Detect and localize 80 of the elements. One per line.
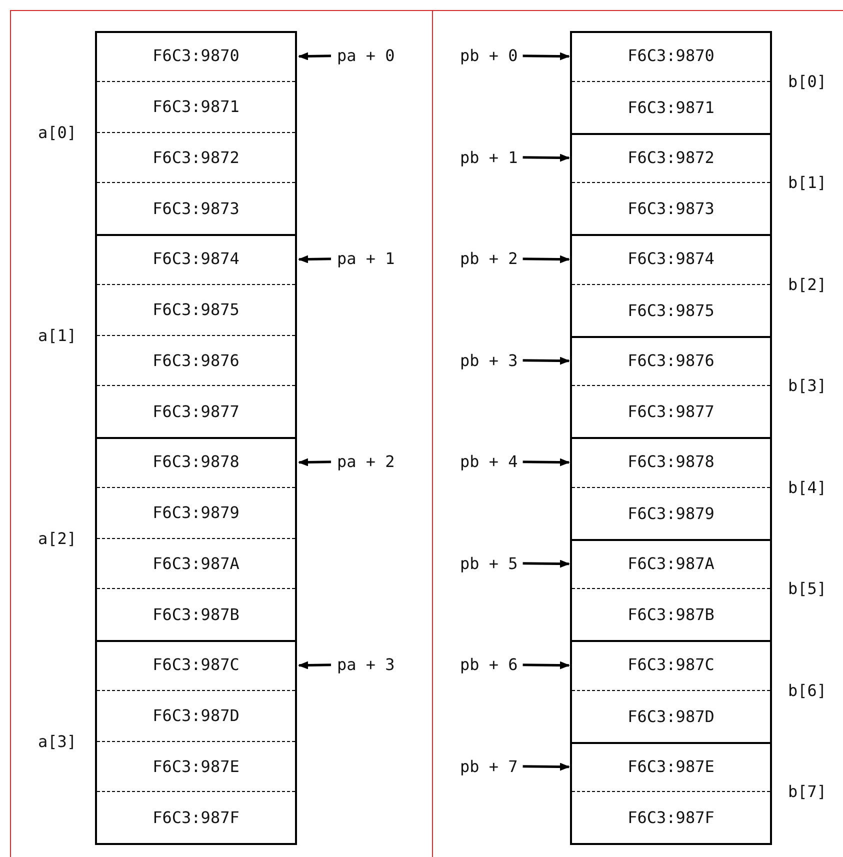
memory-block xyxy=(570,132,772,236)
memory-block xyxy=(570,437,772,540)
array-element-label: b[2] xyxy=(788,274,827,294)
arrow xyxy=(298,458,332,466)
array-element-label: b[4] xyxy=(788,478,827,497)
memory-block xyxy=(570,538,772,642)
pointer-expression: pa + 3 xyxy=(337,655,395,674)
memory-address: F6C3:9873 xyxy=(628,199,714,218)
memory-address: F6C3:987B xyxy=(628,605,714,624)
pointer-expression: pb + 7 xyxy=(460,756,518,776)
arrow xyxy=(522,661,570,670)
arrow xyxy=(298,661,332,670)
array-element-label: a[2] xyxy=(38,528,77,548)
arrow xyxy=(522,356,570,365)
memory-address: F6C3:987E xyxy=(628,756,714,776)
memory-address: F6C3:987D xyxy=(628,706,714,726)
memory-address: F6C3:9878 xyxy=(628,452,714,472)
arrow xyxy=(522,762,570,771)
memory-address: F6C3:987A xyxy=(152,554,240,573)
memory-address: F6C3:9870 xyxy=(628,46,714,66)
memory-address: F6C3:9879 xyxy=(152,503,240,522)
memory-block xyxy=(570,234,772,338)
arrow xyxy=(298,255,332,264)
memory-address: F6C3:9872 xyxy=(152,148,240,167)
pointer-expression: pa + 2 xyxy=(337,452,395,472)
memory-address: F6C3:987C xyxy=(628,655,714,674)
memory-address: F6C3:987F xyxy=(152,808,240,828)
memory-block xyxy=(570,31,772,134)
arrow xyxy=(522,458,570,466)
array-element-label: b[7] xyxy=(788,782,827,802)
memory-address: F6C3:9876 xyxy=(628,350,714,370)
array-element-label: b[3] xyxy=(788,376,827,396)
array-element-label: b[5] xyxy=(788,579,827,598)
array-element-label: a[3] xyxy=(38,732,77,750)
memory-address: F6C3:9870 xyxy=(152,46,240,66)
pointer-expression: pa + 1 xyxy=(337,249,395,268)
memory-address: F6C3:9871 xyxy=(628,98,714,117)
memory-address: F6C3:9878 xyxy=(152,452,240,472)
memory-address: F6C3:987C xyxy=(152,655,240,674)
array-element-label: b[0] xyxy=(788,72,827,91)
memory-address: F6C3:987E xyxy=(152,756,240,776)
memory-address: F6C3:987B xyxy=(152,605,240,624)
memory-address: F6C3:9879 xyxy=(628,504,714,523)
memory-address: F6C3:9877 xyxy=(152,402,240,422)
memory-address: F6C3:987F xyxy=(628,808,714,828)
memory-address: F6C3:9874 xyxy=(152,249,240,268)
pointer-expression: pb + 1 xyxy=(460,148,518,167)
pointer-expression: pb + 3 xyxy=(460,350,518,370)
array-element-label: a[1] xyxy=(38,326,77,344)
memory-address: F6C3:9874 xyxy=(628,249,714,268)
pointer-expression: pb + 6 xyxy=(460,655,518,674)
memory-address: F6C3:9872 xyxy=(628,148,714,167)
memory-block xyxy=(95,437,297,642)
pointer-expression: pb + 2 xyxy=(460,249,518,268)
memory-block xyxy=(570,640,772,744)
memory-address: F6C3:9873 xyxy=(152,199,240,218)
memory-block xyxy=(95,234,297,439)
pointer-expression: pb + 5 xyxy=(460,554,518,573)
arrow xyxy=(298,52,332,60)
memory-address: F6C3:9875 xyxy=(152,300,240,320)
pointer-expression: pb + 4 xyxy=(460,452,518,472)
memory-block xyxy=(570,336,772,439)
memory-address: F6C3:987A xyxy=(628,554,714,573)
pointer-expression: pa + 0 xyxy=(337,46,395,66)
arrow xyxy=(522,52,570,60)
array-element-label: b[1] xyxy=(788,173,827,192)
pointer-expression: pb + 0 xyxy=(460,46,518,66)
arrow xyxy=(522,255,570,264)
arrow xyxy=(522,560,570,568)
memory-block xyxy=(95,31,297,236)
arrow xyxy=(522,154,570,162)
memory-address: F6C3:9875 xyxy=(628,300,714,320)
memory-address: F6C3:9876 xyxy=(152,350,240,370)
memory-block xyxy=(95,640,297,845)
memory-address: F6C3:987D xyxy=(152,706,240,726)
array-element-label: b[6] xyxy=(788,680,827,700)
memory-address: F6C3:9877 xyxy=(628,402,714,422)
array-element-label: a[0] xyxy=(38,122,77,142)
memory-block xyxy=(570,742,772,845)
memory-address: F6C3:9871 xyxy=(152,97,240,116)
